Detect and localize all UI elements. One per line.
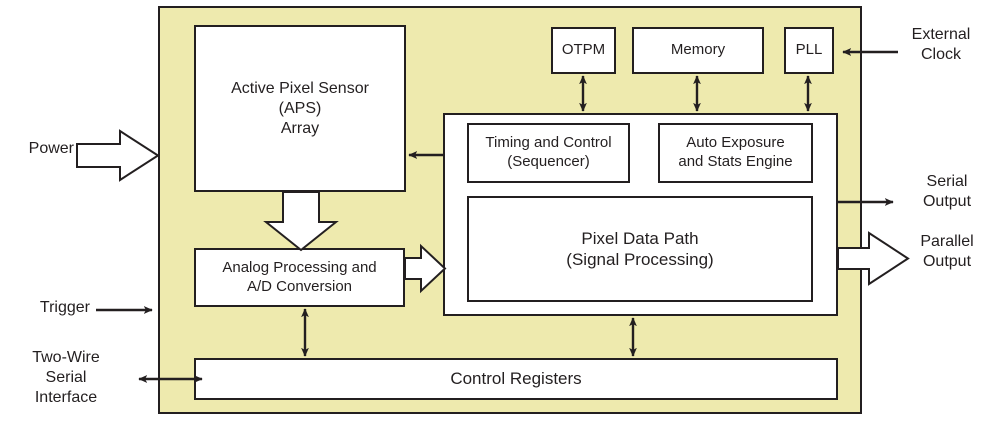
block-pixel-data-path[interactable]: Pixel Data Path (Signal Processing) <box>467 196 813 302</box>
block-otpm[interactable]: OTPM <box>551 27 616 74</box>
block-timing-and-control-label: Timing and Control (Sequencer) <box>485 134 612 170</box>
connector-power-in <box>76 129 160 182</box>
block-control-registers[interactable]: Control Registers <box>194 358 838 400</box>
block-analog-processing-label: Analog Processing and A/D Conversion <box>222 258 377 295</box>
block-auto-exposure[interactable]: Auto Exposure and Stats Engine <box>658 123 813 183</box>
block-aps-array[interactable]: Active Pixel Sensor (APS) Array <box>194 25 406 192</box>
label-external-clock: External Clock <box>911 26 971 63</box>
block-auto-exposure-label: Auto Exposure and Stats Engine <box>678 134 793 170</box>
block-pll-label: PLL <box>795 41 823 59</box>
label-parallel-output: Parallel Output <box>920 233 974 270</box>
block-memory[interactable]: Memory <box>632 27 764 74</box>
label-power: Power <box>28 140 74 157</box>
block-aps-array-label: Active Pixel Sensor (APS) Array <box>231 79 369 137</box>
block-pll[interactable]: PLL <box>784 27 834 74</box>
block-pixel-data-path-label: Pixel Data Path (Signal Processing) <box>566 228 714 269</box>
label-two-wire-serial-interface: Two-Wire Serial Interface <box>32 349 100 406</box>
block-otpm-label: OTPM <box>561 41 606 59</box>
block-timing-and-control[interactable]: Timing and Control (Sequencer) <box>467 123 630 183</box>
label-serial-output: Serial Output <box>922 173 972 210</box>
block-memory-label: Memory <box>670 41 726 59</box>
block-control-registers-label: Control Registers <box>450 369 582 389</box>
block-analog-processing[interactable]: Analog Processing and A/D Conversion <box>194 248 405 307</box>
label-trigger: Trigger <box>39 299 90 316</box>
